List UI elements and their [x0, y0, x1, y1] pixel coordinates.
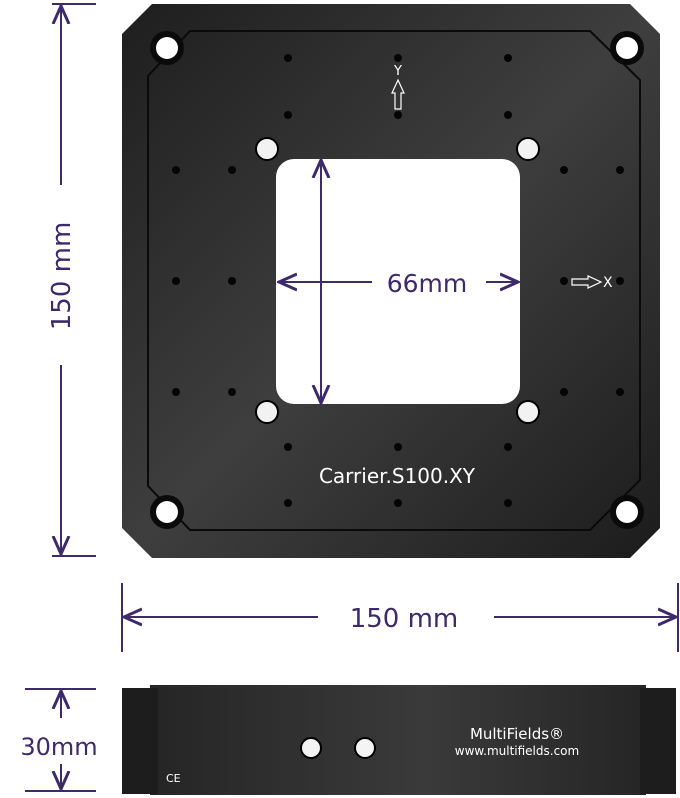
width-dimension	[121, 583, 679, 652]
mounting-hole	[394, 54, 402, 62]
height-dimension-label: 150 mm	[47, 222, 77, 331]
axis-x-label: X	[603, 275, 613, 291]
mounting-hole	[616, 166, 624, 174]
mounting-hole	[284, 499, 292, 507]
mounting-hole	[560, 388, 568, 396]
screws	[255, 137, 540, 424]
mounting-hole	[172, 166, 180, 174]
plate-label: Carrier.S100.XY	[319, 464, 476, 488]
mounting-hole	[560, 277, 568, 285]
mounting-hole	[616, 277, 624, 285]
axis-y-label: Y	[393, 64, 402, 79]
corner-holes	[150, 31, 644, 529]
website: www.multifields.com	[455, 744, 579, 758]
mounting-hole	[504, 443, 512, 451]
mounting-hole	[284, 111, 292, 119]
mounting-hole	[616, 388, 624, 396]
center-window	[276, 159, 520, 404]
mounting-hole	[394, 111, 402, 119]
mounting-hole	[228, 166, 236, 174]
mounting-hole	[172, 277, 180, 285]
mounting-hole	[172, 388, 180, 396]
mounting-hole	[394, 499, 402, 507]
x-arrow-icon	[571, 275, 603, 289]
mounting-hole	[228, 277, 236, 285]
mounting-hole	[560, 166, 568, 174]
mounting-hole	[284, 443, 292, 451]
window-dimension-label: 66mm	[387, 269, 468, 298]
side-view-plate: MultiFields® www.multifields.com CE	[122, 685, 676, 795]
mounting-hole	[284, 54, 292, 62]
mounting-holes	[172, 54, 624, 507]
brand-name: MultiFields®	[470, 725, 564, 743]
mounting-hole	[504, 111, 512, 119]
ce-mark: CE	[166, 772, 181, 785]
thickness-dimension-label: 30mm	[20, 733, 97, 761]
mounting-hole	[504, 54, 512, 62]
thickness-dimension	[25, 688, 96, 792]
top-view-plate: Y X Carrier.S100.XY	[122, 4, 660, 558]
width-dimension-label: 150 mm	[350, 604, 459, 634]
height-dimension	[52, 3, 96, 557]
mounting-hole	[394, 443, 402, 451]
y-arrow-icon	[391, 78, 405, 110]
mounting-hole	[228, 388, 236, 396]
mounting-hole	[504, 499, 512, 507]
window-dimension	[279, 160, 518, 403]
